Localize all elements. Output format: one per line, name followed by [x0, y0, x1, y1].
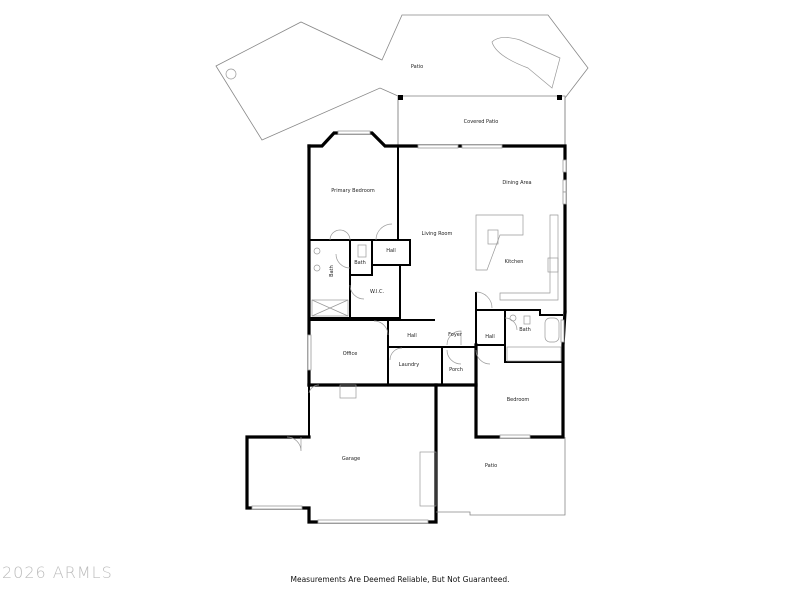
label-wic: W.I.C.	[370, 289, 385, 295]
patio-outline	[215, 14, 589, 147]
label-covered-patio: Covered Patio	[464, 119, 499, 125]
room-labels: Patio Covered Patio Primary Bedroom Dini…	[329, 64, 532, 469]
bath-fixtures	[311, 244, 562, 362]
label-bath-3: Bath	[519, 327, 531, 333]
label-office: Office	[343, 351, 358, 357]
label-hall-3: Hall	[485, 334, 495, 340]
windows	[251, 130, 567, 524]
label-bath-2: Bath	[329, 265, 335, 277]
label-hall-2: Hall	[407, 333, 417, 339]
label-hall-1: Hall	[386, 248, 396, 254]
label-garage: Garage	[342, 456, 360, 462]
doors	[286, 223, 518, 507]
kitchen-counters	[475, 214, 559, 309]
label-laundry: Laundry	[399, 362, 419, 368]
disclaimer: Measurements Are Deemed Reliable, But No…	[290, 575, 510, 584]
label-foyer: Foyer	[448, 332, 463, 338]
label-bedroom: Bedroom	[507, 397, 530, 403]
label-porch: Porch	[449, 367, 463, 373]
label-bath-1: Bath	[354, 260, 366, 266]
patio-bottom-outline	[436, 437, 566, 516]
fire-pit-icon	[225, 68, 237, 80]
label-primary-bedroom: Primary Bedroom	[331, 188, 375, 194]
label-patio-bottom: Patio	[485, 463, 497, 469]
watermark: 2026 ARMLS	[2, 563, 113, 582]
post	[557, 95, 562, 100]
exterior-walls	[245, 131, 567, 524]
label-living-room: Living Room	[422, 231, 453, 237]
label-dining-area: Dining Area	[502, 180, 531, 186]
interior-walls	[308, 146, 563, 437]
label-patio-top: Patio	[411, 64, 423, 70]
grill-counter	[491, 37, 561, 89]
post	[398, 95, 403, 100]
label-kitchen: Kitchen	[505, 259, 524, 265]
